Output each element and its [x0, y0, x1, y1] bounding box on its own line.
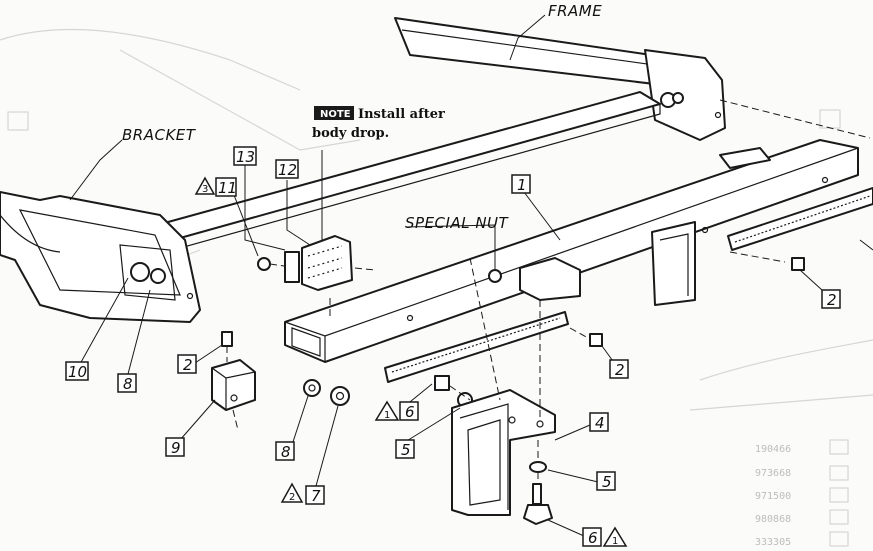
svg-text:12: 12 — [278, 161, 297, 179]
callout-2: 2 — [821, 289, 841, 309]
svg-text:2: 2 — [615, 361, 625, 379]
svg-text:2: 2 — [289, 492, 295, 503]
svg-text:6: 6 — [405, 403, 415, 421]
triangle-note-1: 1 — [374, 400, 400, 421]
svg-text:5: 5 — [602, 473, 612, 491]
svg-text:13: 13 — [236, 148, 255, 166]
svg-text:7: 7 — [311, 487, 321, 505]
svg-text:3: 3 — [202, 184, 208, 195]
triangle-note-1: 1 — [602, 526, 628, 547]
svg-text:10: 10 — [68, 363, 87, 381]
svg-text:2: 2 — [183, 356, 193, 374]
callout-6: 6 — [399, 401, 419, 421]
ghost-code: 190466 — [755, 444, 791, 455]
callout-8: 8 — [117, 373, 137, 393]
frame-label: FRAME — [548, 2, 602, 20]
callouts: 1 2 2 2 4 5 5 6 — [65, 146, 841, 547]
callout-1: 1 — [511, 174, 531, 194]
callout-12: 12 — [275, 159, 299, 179]
bolt-and-washer — [434, 375, 473, 408]
washer-and-nut — [303, 379, 350, 406]
callout-2: 2 — [177, 354, 197, 374]
callout-6: 6 — [582, 527, 602, 547]
svg-text:1: 1 — [612, 536, 618, 547]
svg-text:5: 5 — [401, 441, 411, 459]
spacer-block-9 — [211, 331, 256, 411]
svg-text:4: 4 — [595, 414, 605, 432]
callout-5: 5 — [395, 439, 415, 459]
main-rail — [284, 139, 859, 363]
callout-2: 2 — [609, 359, 629, 379]
hanger-bracket-4 — [451, 389, 556, 525]
note-badge-text: NOTE — [320, 109, 351, 120]
right-hanger — [651, 147, 771, 306]
triangle-note-2: 2 — [280, 482, 304, 503]
frame-rail — [394, 17, 726, 141]
note-line-1: Install after — [358, 107, 445, 122]
note-line-2: body drop. — [312, 126, 389, 141]
callout-7: 7 — [305, 485, 325, 505]
svg-text:8: 8 — [123, 375, 133, 393]
bracket-label: BRACKET — [122, 126, 197, 144]
special-nut-part — [488, 269, 502, 283]
bracket-part — [0, 191, 201, 323]
svg-text:8: 8 — [281, 443, 291, 461]
svg-text:1: 1 — [517, 176, 527, 194]
svg-text:9: 9 — [171, 439, 181, 457]
alignment-lines — [226, 99, 871, 484]
svg-text:2: 2 — [827, 291, 837, 309]
callout-13: 13 — [233, 146, 257, 166]
rubber-strip — [384, 187, 873, 383]
callout-8: 8 — [275, 441, 295, 461]
callout-11: 11 — [215, 177, 237, 197]
ghost-code: 333305 — [755, 537, 791, 548]
svg-text:1: 1 — [384, 410, 390, 421]
ghost-code: 973668 — [755, 468, 791, 479]
triangle-note-3: 3 — [194, 176, 216, 195]
clip-part-12 — [257, 235, 353, 291]
ghost-code: 971500 — [755, 491, 791, 502]
callout-4: 4 — [589, 412, 609, 432]
callout-9: 9 — [165, 437, 185, 457]
triangle-notes: 3 2 1 1 — [194, 176, 628, 547]
svg-text:6: 6 — [588, 529, 598, 547]
callout-5: 5 — [596, 471, 616, 491]
leader-lines — [69, 14, 873, 537]
special-nut-label: SPECIAL NUT — [405, 214, 510, 232]
right-bolts — [488, 257, 805, 347]
ghost-code: 980868 — [755, 514, 791, 525]
callout-10: 10 — [65, 361, 89, 381]
install-note: NOTE Install after body drop. — [312, 106, 445, 141]
note-badge — [314, 106, 354, 120]
svg-text:11: 11 — [218, 179, 237, 197]
